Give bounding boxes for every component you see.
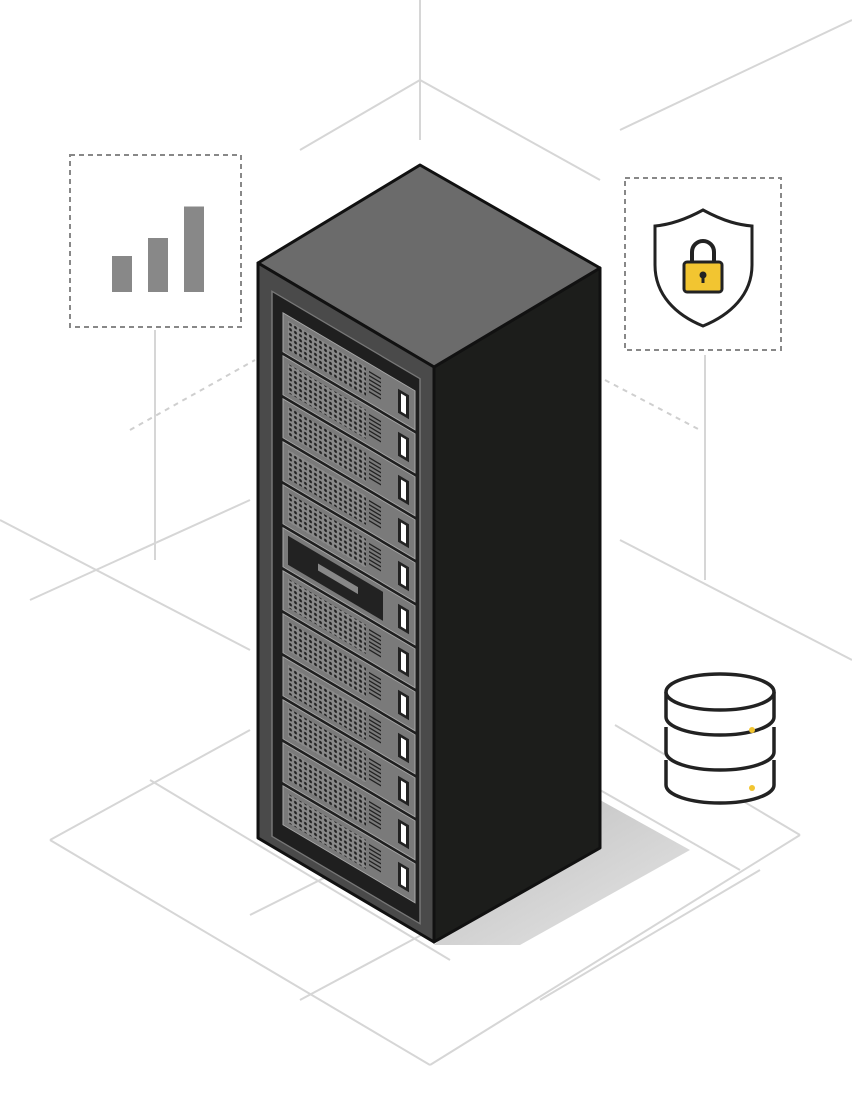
- dashed-guides: [129, 359, 701, 431]
- rack-unit: [282, 397, 416, 517]
- rack-unit: [282, 612, 416, 732]
- chart-bar: [148, 238, 168, 292]
- rack-unit: [282, 311, 416, 431]
- database-icon: [664, 672, 776, 805]
- rack-unit: [282, 741, 416, 861]
- rack-unit: [282, 784, 416, 904]
- rack-unit-drive-bay: [282, 526, 416, 646]
- rack-unit: [282, 440, 416, 560]
- rack-side: [432, 266, 602, 944]
- rack-unit: [282, 354, 416, 474]
- chart-bar: [112, 256, 132, 292]
- bar-chart-icon: [69, 154, 242, 328]
- chart-bar: [184, 206, 204, 292]
- rack-front-panel: [271, 290, 421, 925]
- rack-unit: [282, 698, 416, 818]
- rack-shadow: [434, 800, 690, 945]
- rack-unit: [282, 655, 416, 775]
- shield-lock-icon: [624, 177, 782, 351]
- floor-grid: [0, 0, 852, 1066]
- rack-unit: [282, 569, 416, 689]
- rack-unit: [282, 483, 416, 603]
